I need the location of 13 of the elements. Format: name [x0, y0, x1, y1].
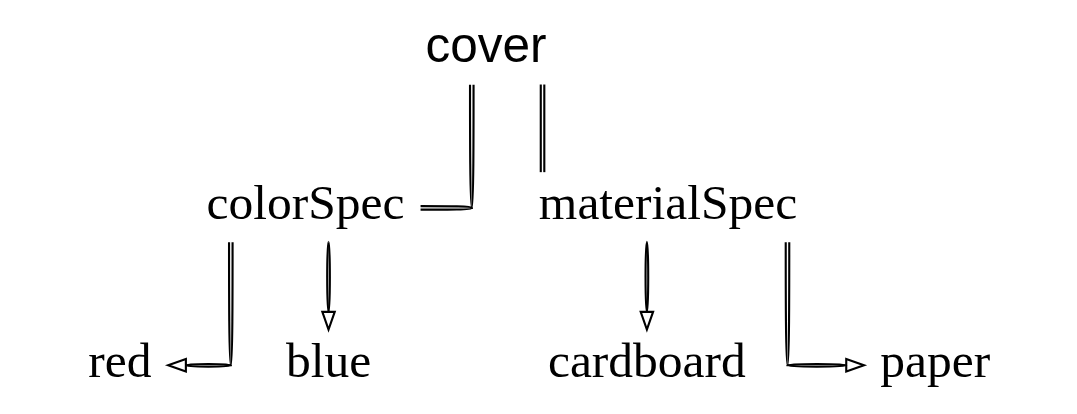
arrow [784, 242, 867, 373]
node-text: colorSpec [206, 175, 405, 231]
arrow [638, 241, 655, 333]
node-text: paper [879, 332, 990, 388]
node-text: blue [285, 332, 371, 388]
connector [420, 84, 475, 211]
node-text: cover [424, 16, 546, 72]
arrow [164, 242, 234, 373]
node-text: cardboard [547, 332, 746, 388]
arrow [320, 241, 336, 333]
connector [539, 84, 545, 173]
node-text: materialSpec [538, 175, 797, 231]
node-text: red [87, 332, 151, 388]
